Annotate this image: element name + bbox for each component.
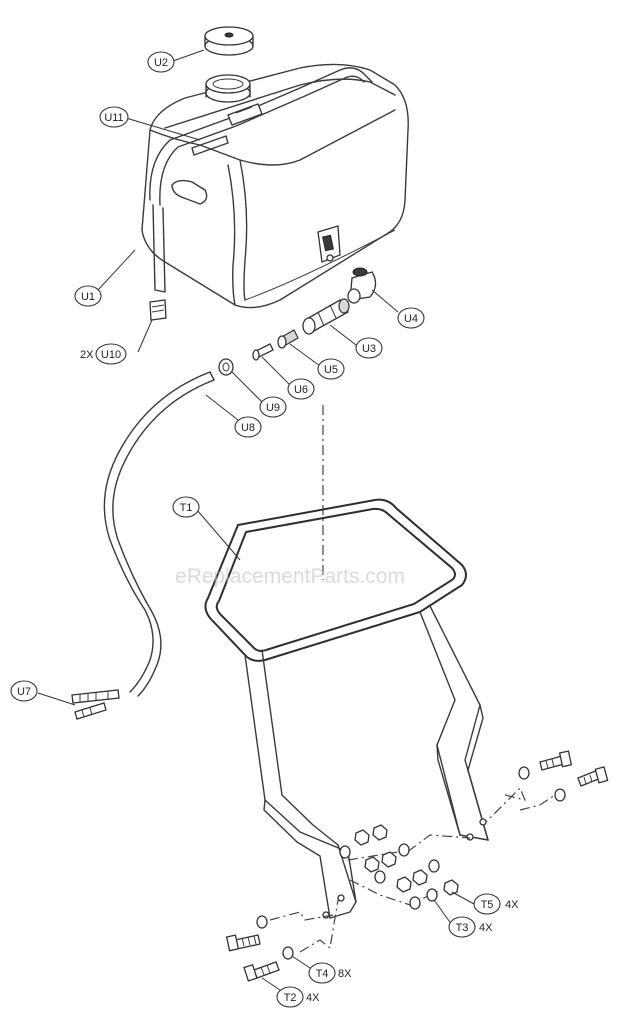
callout-U11: U11 <box>99 106 129 128</box>
callout-T1: T1 <box>172 496 200 518</box>
bolt-left-lower <box>243 961 280 982</box>
callout-U9: U9 <box>259 396 287 418</box>
fuel-tee <box>71 689 120 720</box>
svg-text:U2: U2 <box>154 57 168 69</box>
svg-text:T3: T3 <box>456 922 469 934</box>
hardware <box>225 750 609 982</box>
callout-T2: T2 <box>276 986 304 1008</box>
callout-U8: U8 <box>234 416 262 438</box>
strap-clip <box>149 299 167 321</box>
bolt-right-upper <box>539 750 573 771</box>
svg-text:U4: U4 <box>404 313 418 325</box>
qty-T4: 8X <box>338 968 352 980</box>
svg-text:T1: T1 <box>180 502 193 514</box>
svg-text:U11: U11 <box>104 112 123 124</box>
tank-strap <box>149 67 373 293</box>
watermark: eReplacementParts.com <box>175 565 405 588</box>
fuel-tank <box>141 63 409 309</box>
svg-text:T2: T2 <box>284 992 297 1004</box>
svg-text:U9: U9 <box>266 402 280 414</box>
washers <box>256 766 566 960</box>
qty-T3: 4X <box>479 922 493 934</box>
svg-text:T4: T4 <box>316 968 329 980</box>
svg-text:U5: U5 <box>324 364 338 376</box>
callout-U10: U10 <box>95 343 127 365</box>
svg-text:U10: U10 <box>101 349 121 361</box>
qty-U10: 2X <box>80 349 94 361</box>
leader-lines <box>37 49 475 991</box>
callout-U7: U7 <box>10 680 38 702</box>
callout-U4: U4 <box>397 307 425 329</box>
nuts <box>354 824 459 896</box>
callout-U6: U6 <box>287 378 315 400</box>
svg-text:T5: T5 <box>481 899 494 911</box>
qty-T5: 4X <box>505 899 519 911</box>
fuel-fittings <box>218 267 377 376</box>
callout-U2: U2 <box>147 51 175 73</box>
svg-text:U3: U3 <box>362 343 376 355</box>
fuel-line <box>103 371 215 697</box>
callout-U1: U1 <box>74 285 102 307</box>
svg-text:U1: U1 <box>81 291 95 303</box>
callout-U3: U3 <box>355 337 383 359</box>
callout-T4: T4 <box>308 962 336 984</box>
callout-U5: U5 <box>317 358 345 380</box>
callout-T3: T3 <box>448 916 476 938</box>
svg-text:U7: U7 <box>17 686 31 698</box>
bolt-right-lower <box>577 766 609 787</box>
svg-text:U8: U8 <box>241 422 255 434</box>
bolt-left-upper <box>225 934 261 952</box>
fuel-cap <box>204 26 254 56</box>
callouts: U2 U11 U1 U10 2X U4 U3 U5 U6 <box>10 51 519 1008</box>
qty-T2: 4X <box>306 992 320 1004</box>
callout-T5: T5 <box>473 893 501 915</box>
svg-text:U6: U6 <box>294 384 308 396</box>
